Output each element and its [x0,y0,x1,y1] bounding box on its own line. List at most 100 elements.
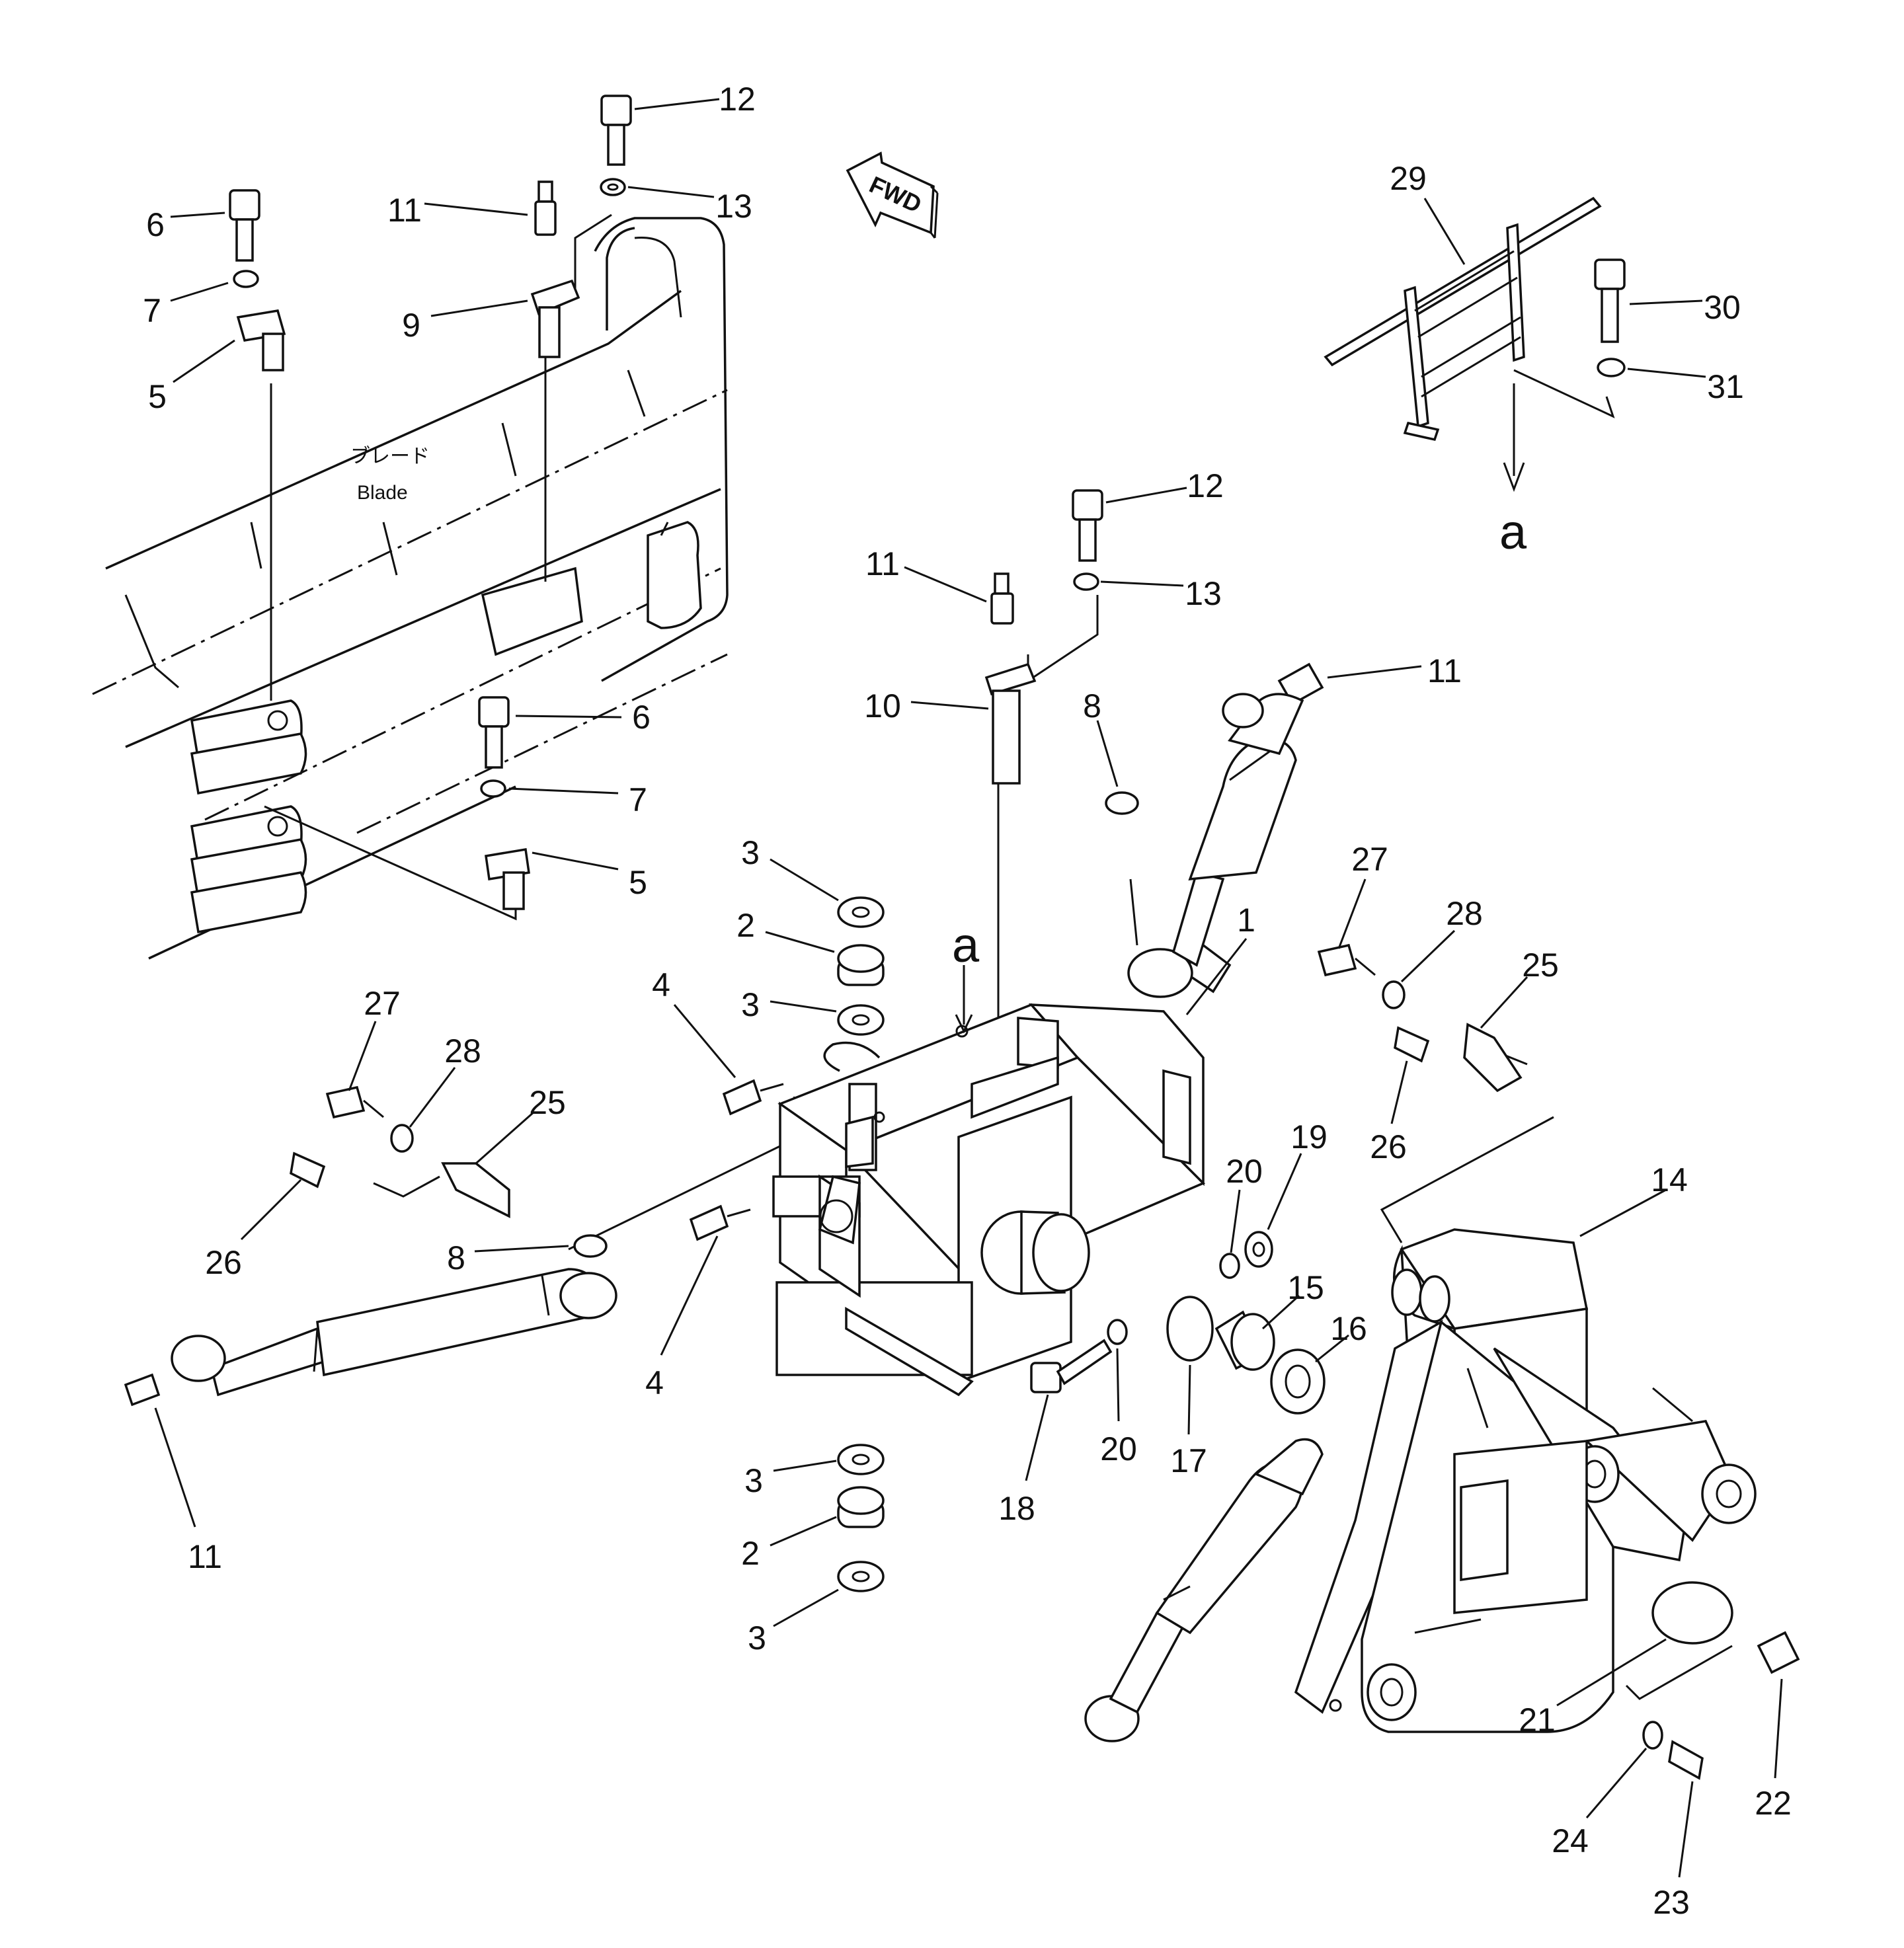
leader-line [154,1407,196,1528]
part-number-label: 6 [632,699,651,736]
leader-line [424,202,528,216]
leader-line [1327,665,1422,679]
leader-line [474,1245,569,1253]
part-number-label: 27 [364,985,401,1022]
part-number-label: 29 [1390,160,1427,197]
part-number-label: 30 [1704,289,1741,326]
leader-line [1579,1188,1667,1237]
hardware-parts [124,95,1800,1780]
leader-line [773,1588,839,1627]
leader-line [1185,938,1248,1015]
guard-bar [1324,196,1602,492]
leader-line [1096,720,1119,787]
part-number-label: 12 [1187,467,1224,504]
fwd-arrow-icon [846,151,939,239]
leader-line [409,1067,456,1128]
leader-line [515,715,622,719]
part-number-label: 13 [1185,575,1222,612]
leader-line [770,1516,837,1547]
part-number-label: 28 [444,1032,481,1070]
part-number-label: 16 [1330,1310,1367,1347]
reference-letter: a [1499,504,1527,559]
leader-line [1105,487,1187,504]
leader-line [904,566,987,603]
part-number-label: 14 [1651,1161,1688,1198]
part-number-label: 13 [715,188,752,225]
part-number-label: 18 [998,1490,1035,1527]
leader-line [1187,1364,1191,1435]
right-bracket [1294,1228,1757,1733]
leader-line [430,299,528,317]
callouts: 1223333445566778891011111111121213131415… [143,81,1792,1921]
leader-line [660,1235,719,1356]
part-number-label: 23 [1653,1884,1690,1921]
leader-line [627,186,715,198]
part-number-label: 8 [1083,687,1101,724]
part-number-label: 9 [402,307,420,344]
part-number-label: 24 [1552,1822,1589,1859]
part-number-label: 8 [447,1239,465,1276]
blade-label-jp: ブレード [350,446,430,467]
line-art [92,95,1800,1780]
part-number-label: 1 [1237,902,1255,939]
part-number-label: 25 [1522,947,1559,984]
leader-line [173,339,235,383]
blade-shape [92,217,729,960]
part-number-label: 15 [1287,1269,1324,1306]
part-number-label: 25 [529,1084,566,1121]
leader-line [910,701,989,710]
leader-line [634,98,720,110]
leader-line [1100,580,1184,587]
cylinders [171,693,1324,1742]
leader-line [770,858,839,902]
leader-line [1585,1748,1647,1818]
blade-label-en: Blade [357,482,408,504]
part-number-label: 4 [645,1364,664,1401]
leader-line [1556,1638,1667,1707]
leader-line [1400,929,1456,983]
part-number-label: 3 [741,986,760,1023]
part-number-label: 21 [1519,1701,1556,1738]
part-number-label: 20 [1226,1153,1263,1190]
part-number-label: 28 [1446,895,1483,932]
part-number-label: 7 [629,781,647,818]
part-number-label: 11 [188,1538,222,1575]
reference-arrow-icon [955,965,973,1034]
part-number-label: 11 [1427,652,1462,689]
leader-line [1480,976,1528,1029]
leader-line [1261,1294,1300,1330]
part-number-label: 10 [864,687,901,724]
part-number-label: 26 [205,1244,242,1281]
part-number-label: 4 [652,966,670,1003]
leader-line [1774,1678,1783,1779]
part-number-label: 11 [387,192,422,229]
center-frame [772,1003,1206,1397]
leader-line [508,787,619,795]
leader-line [532,851,619,871]
leader-line [1315,1334,1349,1363]
part-number-label: 22 [1755,1785,1792,1822]
leader-line [348,1021,377,1091]
part-number-label: 3 [744,1462,763,1499]
part-number-label: 11 [865,545,900,582]
leader-line [1629,299,1703,305]
leader-line [170,212,225,218]
part-number-label: 19 [1290,1118,1328,1155]
part-number-label: 17 [1170,1442,1207,1479]
reference-letter: a [952,917,980,972]
leader-line [1423,198,1466,265]
part-number-label: 5 [629,864,647,901]
leader-line [1337,878,1367,949]
leader-line [773,1460,837,1472]
leader-line [1267,1153,1302,1230]
leader-line [240,1179,302,1241]
part-number-label: 20 [1100,1430,1137,1467]
leader-line [765,931,835,953]
leader-line [1116,1348,1120,1422]
part-number-label: 3 [741,834,760,871]
leader-line [673,1004,736,1078]
leader-line [1627,368,1706,378]
part-number-label: 26 [1370,1128,1407,1165]
leader-line [1025,1394,1049,1481]
part-number-label: 27 [1351,841,1388,878]
